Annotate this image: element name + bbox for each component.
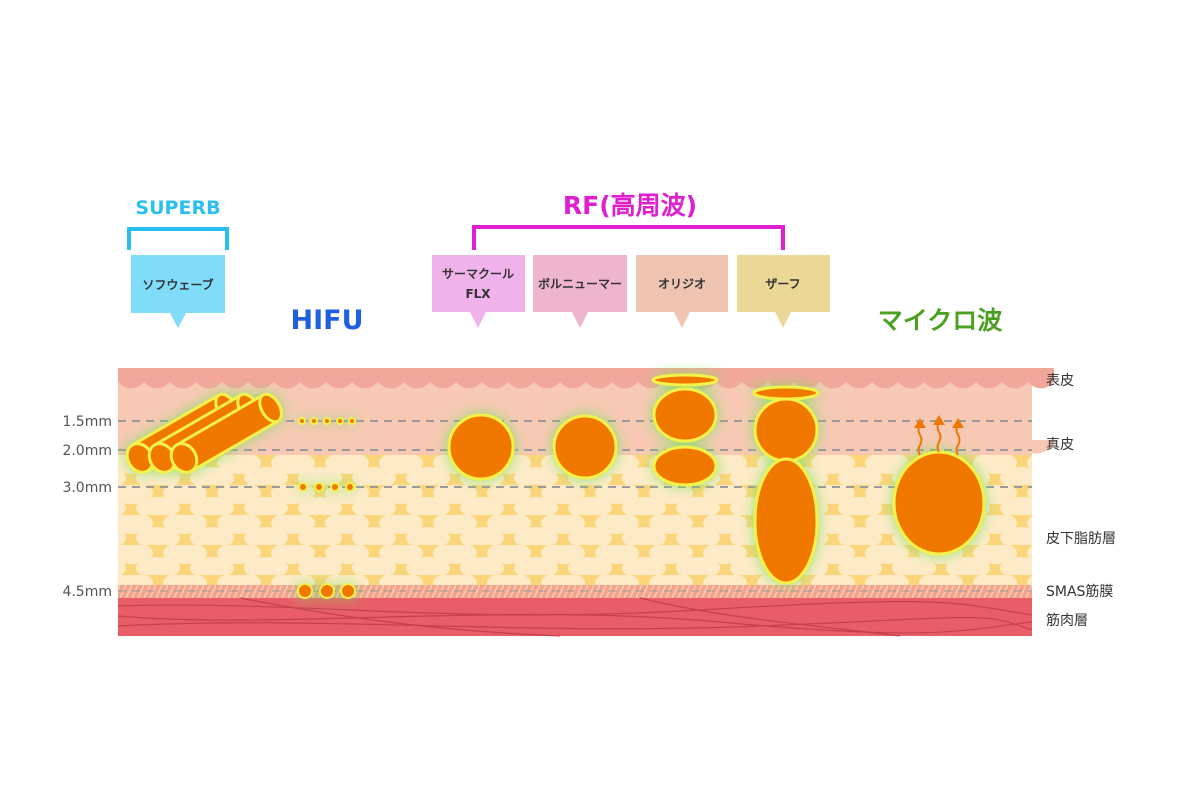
sofwave-cylinders — [125, 392, 283, 474]
thermage-heat-zone — [447, 413, 515, 481]
depth-label: 3.0mm — [62, 480, 112, 496]
svg-text:FLX: FLX — [465, 287, 491, 301]
layer-label-fat: 皮下脂肪層 — [1046, 531, 1116, 547]
svg-text:ボルニューマー: ボルニューマー — [538, 276, 622, 291]
microwave-heat-zone — [892, 450, 986, 556]
svg-text:ソフウェーブ: ソフウェーブ — [142, 277, 213, 292]
muscle-fibers — [117, 597, 1033, 637]
depth-label: 4.5mm — [62, 584, 112, 600]
layer-label-muscle: 筋肉層 — [1046, 612, 1088, 629]
volnewmer-heat-zone — [552, 414, 618, 480]
epidermis-wave — [118, 368, 1054, 389]
svg-text:オリジオ: オリジオ — [658, 277, 706, 291]
device-callout-thermage: サーマクール FLX — [432, 255, 525, 328]
xerf-heat-zone — [752, 385, 820, 585]
layer-label-epidermis: 表皮 — [1046, 373, 1074, 389]
microwave-title: マイクロ波 — [878, 306, 1004, 335]
hifu-dots — [297, 417, 356, 599]
muscle-layer — [118, 598, 1032, 636]
microwave-arrows — [914, 415, 964, 456]
depth-label: 1.5mm — [62, 414, 112, 430]
device-callout-oligio: オリジオ — [636, 255, 728, 328]
superb-title: SUPERB — [135, 197, 220, 219]
layer-label-dermis: 真皮 — [1046, 437, 1074, 453]
layer-label-smas: SMAS筋膜 — [1046, 583, 1113, 600]
depth-label: 2.0mm — [62, 443, 112, 459]
rf-bracket — [472, 225, 785, 250]
superb-bracket — [127, 227, 229, 250]
device-callout-sofwave: ソフウェーブ — [131, 255, 225, 328]
oligio-heat-zone — [651, 373, 719, 487]
device-callout-volnewmer: ボルニューマー — [533, 255, 627, 328]
svg-text:ザーフ: ザーフ — [765, 277, 800, 291]
svg-text:サーマクール: サーマクール — [442, 267, 514, 281]
hifu-title: HIFU — [290, 305, 363, 336]
device-callout-xerf: ザーフ — [737, 255, 830, 328]
rf-title: RF(高周波) — [563, 191, 697, 220]
depth-lines — [118, 420, 1032, 592]
